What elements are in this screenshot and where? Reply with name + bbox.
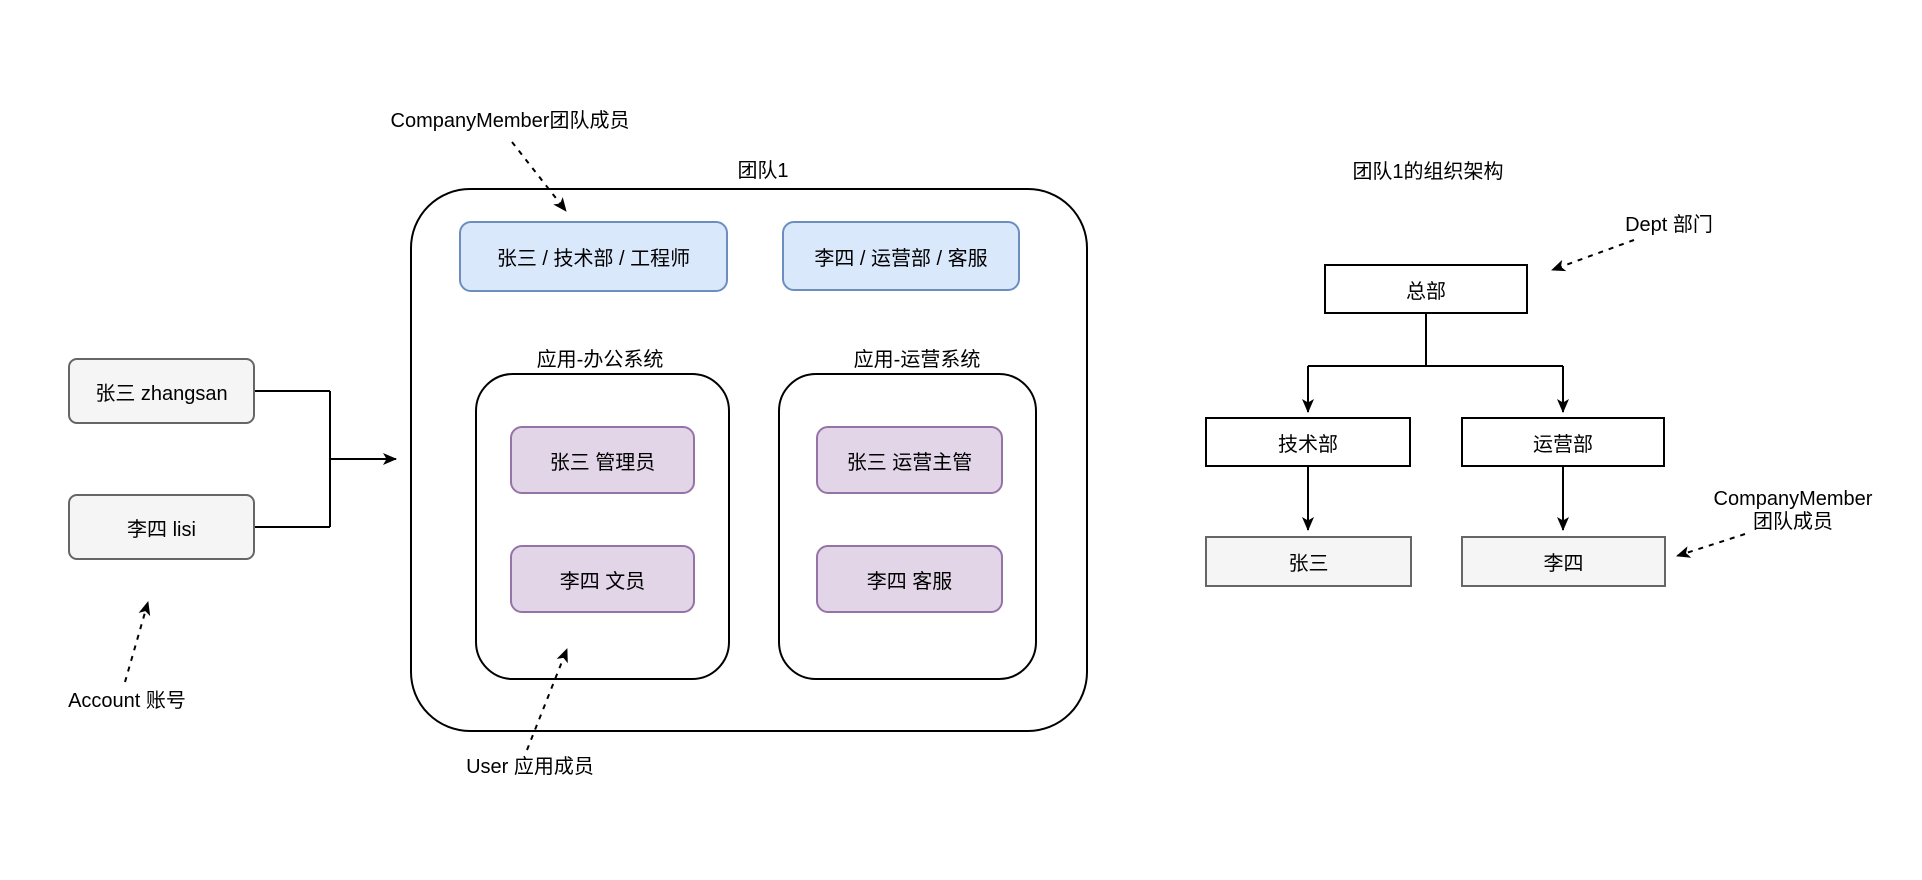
dept-node-tech[interactable]: 技术部	[1205, 417, 1411, 467]
connector-org-branch	[1308, 314, 1563, 367]
app-title-operations: 应用-运营系统	[853, 348, 981, 371]
annotation-arrow-company-member-right	[1676, 533, 1746, 558]
annotation-company-member-right-line1: CompanyMember	[1713, 488, 1873, 510]
org-member-node-lisi[interactable]: 李四	[1461, 536, 1666, 587]
team-member-node-lisi[interactable]: 李四 / 运营部 / 客服	[782, 221, 1020, 291]
annotation-company-member-right-line2: 团队成员	[1753, 511, 1833, 533]
annotation-arrow-dept	[1551, 239, 1635, 272]
dept-node-ops[interactable]: 运营部	[1461, 417, 1665, 467]
connector-accounts-bracket	[255, 390, 331, 528]
app-user-node-ops-manager[interactable]: 张三 运营主管	[816, 426, 1003, 494]
annotation-dept: Dept 部门	[1625, 213, 1713, 236]
team-member-node-zhangsan[interactable]: 张三 / 技术部 / 工程师	[459, 221, 728, 292]
app-user-node-admin[interactable]: 张三 管理员	[510, 426, 695, 494]
app-user-node-support[interactable]: 李四 客服	[816, 545, 1003, 613]
annotation-account: Account 账号	[68, 689, 186, 712]
app-user-node-clerk[interactable]: 李四 文员	[510, 545, 695, 613]
app-container-operations[interactable]	[778, 373, 1037, 680]
annotation-company-member-right: CompanyMember 团队成员	[1693, 487, 1893, 535]
org-chart-title: 团队1的组织架构	[1352, 160, 1504, 183]
org-member-node-zhangsan[interactable]: 张三	[1205, 536, 1412, 587]
team-title: 团队1	[737, 159, 789, 182]
annotation-arrow-account	[124, 601, 151, 683]
dept-node-hq[interactable]: 总部	[1324, 264, 1528, 314]
app-container-office[interactable]	[475, 373, 730, 680]
annotation-user: User 应用成员	[466, 755, 594, 778]
account-node-lisi[interactable]: 李四 lisi	[68, 494, 255, 560]
app-title-office: 应用-办公系统	[536, 348, 664, 371]
account-node-zhangsan[interactable]: 张三 zhangsan	[68, 358, 255, 424]
annotation-company-member: CompanyMember团队成员	[390, 109, 630, 132]
